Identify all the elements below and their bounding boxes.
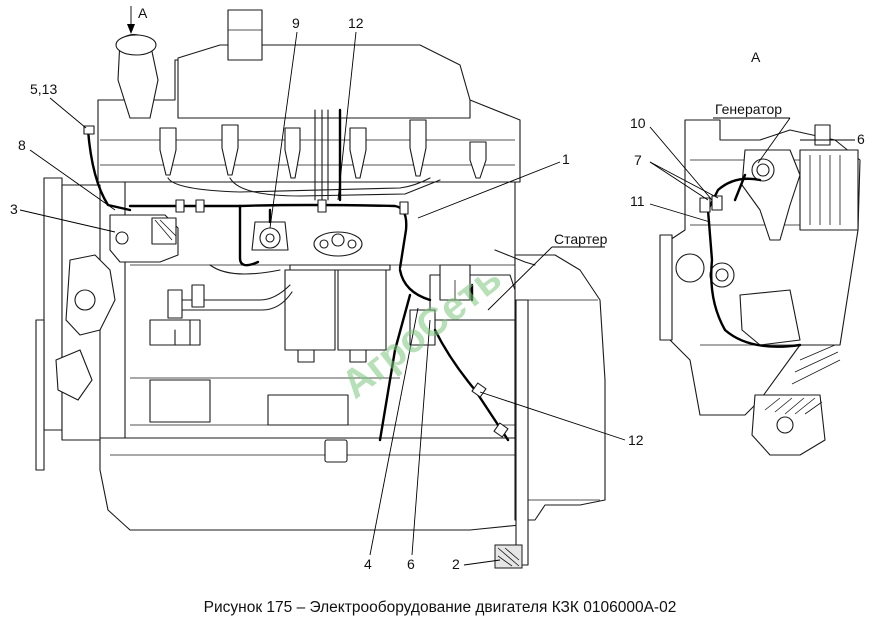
view-a-wiring (699, 173, 802, 348)
valve-cover (177, 44, 471, 119)
callout-3: 3 (10, 201, 18, 217)
callout-12-top: 12 (348, 15, 364, 31)
view-a-title: А (751, 49, 761, 65)
callout-1: 1 (562, 151, 570, 167)
callout-7: 7 (634, 152, 642, 168)
view-a-arrow: A (127, 5, 148, 34)
engine-main-view: A 5,13 8 3 9 12 1 Стартер 12 4 6 2 (10, 5, 644, 572)
figure-caption: Рисунок 175 – Электрооборудование двигат… (204, 599, 677, 616)
fuel-filters (284, 231, 391, 363)
view-a-generator (741, 124, 859, 241)
oil-pan (99, 437, 541, 531)
callout-9: 9 (292, 15, 300, 31)
callout-6-view: 6 (857, 131, 865, 147)
callout-12-right: 12 (628, 432, 644, 448)
view-marker-label: A (138, 5, 148, 21)
callout-5-13: 5,13 (30, 81, 57, 97)
pressure-sensor (251, 221, 289, 251)
injector-row (159, 119, 487, 179)
callout-11: 11 (630, 193, 645, 209)
temperature-sensor-block (109, 214, 179, 263)
callout-starter: Стартер (554, 231, 608, 247)
callout-2: 2 (452, 556, 460, 572)
callout-10: 10 (630, 115, 646, 131)
callout-6-bottom: 6 (407, 556, 415, 572)
callout-8: 8 (18, 137, 26, 153)
callout-4: 4 (364, 556, 372, 572)
callout-generator: Генератор (715, 101, 782, 117)
wiring-harness (86, 108, 510, 442)
view-a: А (630, 49, 865, 456)
